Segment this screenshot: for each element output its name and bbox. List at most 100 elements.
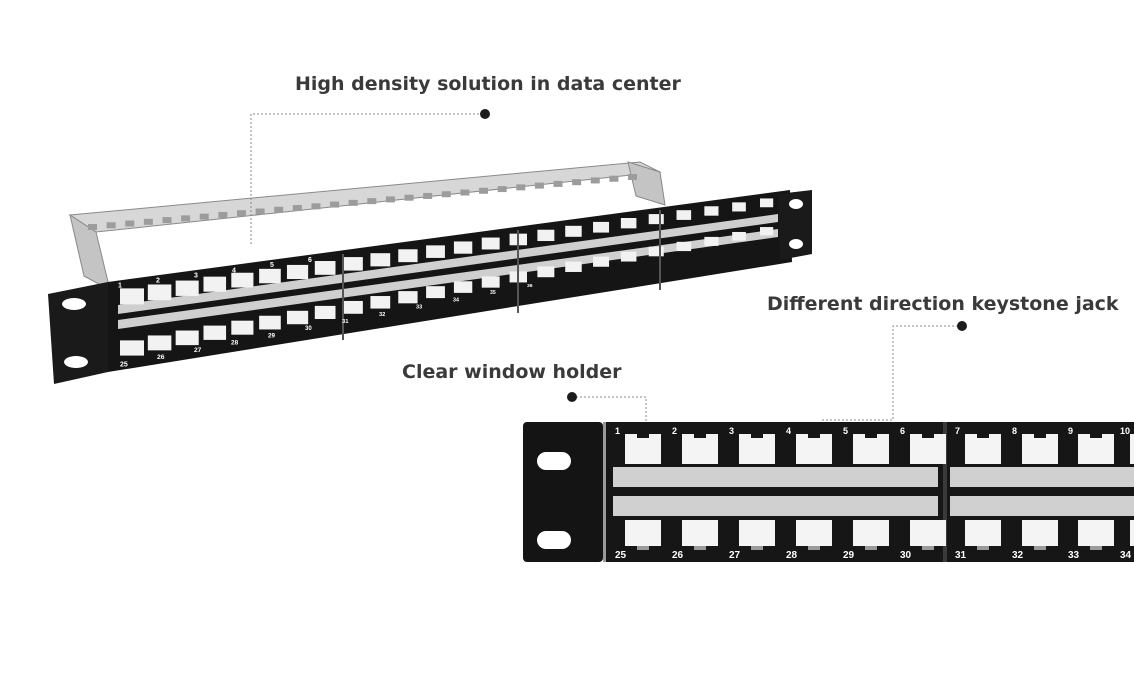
detail-port-number-bottom: 30 bbox=[900, 550, 912, 561]
detail-port-notch bbox=[694, 432, 706, 438]
detail-port-top bbox=[965, 434, 1001, 464]
overview-port-bottom bbox=[537, 266, 555, 278]
cable-bar-slot bbox=[199, 213, 209, 220]
detail-port-notch bbox=[1034, 432, 1046, 438]
overview-port-top bbox=[203, 276, 227, 292]
left-rack-ear bbox=[48, 282, 108, 384]
overview-port-top bbox=[760, 198, 774, 208]
overview-port-bottom bbox=[453, 281, 473, 293]
detail-port-number-top: 1 bbox=[615, 426, 620, 436]
detail-port-number-top: 6 bbox=[900, 426, 905, 436]
detail-section-divider bbox=[943, 422, 947, 562]
cable-bar-slot bbox=[348, 199, 358, 206]
overview-port-top bbox=[453, 241, 473, 254]
overview-port-top bbox=[175, 280, 199, 296]
overview-port-top bbox=[426, 245, 445, 258]
detail-port-latch bbox=[977, 546, 989, 550]
detail-port-number-bottom: 27 bbox=[729, 550, 741, 561]
detail-port-latch bbox=[637, 546, 649, 550]
overview-port-top bbox=[537, 229, 555, 242]
overview-port-number: 29 bbox=[268, 332, 275, 339]
cable-bar-slot bbox=[628, 174, 637, 180]
overview-port-bottom bbox=[203, 325, 227, 340]
cable-bar-slot bbox=[162, 217, 172, 224]
leader-line-keystone bbox=[822, 325, 962, 421]
detail-port-top bbox=[1130, 434, 1134, 464]
overview-port-bottom bbox=[398, 291, 418, 304]
overview-port-number: 26 bbox=[157, 354, 165, 361]
overview-port-bottom bbox=[760, 227, 774, 236]
overview-port-bottom bbox=[286, 310, 309, 325]
detail-port-notch bbox=[808, 432, 820, 438]
cable-bar-slot bbox=[311, 203, 321, 210]
detail-label-strip bbox=[613, 467, 938, 487]
detail-port-bottom bbox=[853, 520, 889, 546]
detail-port-top bbox=[625, 434, 661, 464]
overview-port-bottom bbox=[147, 335, 172, 351]
detail-port-number-bottom: 33 bbox=[1068, 550, 1080, 561]
detail-port-latch bbox=[1034, 546, 1046, 550]
overview-port-number: 5 bbox=[270, 262, 274, 269]
detail-port-latch bbox=[865, 546, 877, 550]
cable-bar-slot bbox=[125, 220, 135, 227]
right-rack-ear bbox=[778, 190, 812, 260]
overview-port-number: 33 bbox=[416, 305, 422, 311]
cable-bar-slot bbox=[516, 184, 526, 191]
detail-port-notch bbox=[922, 432, 934, 438]
detail-port-notch bbox=[865, 432, 877, 438]
overview-port-number: 3 bbox=[194, 272, 198, 279]
detail-port-top bbox=[853, 434, 889, 464]
overview-port-bottom bbox=[565, 261, 582, 272]
detail-label-strip bbox=[950, 467, 1134, 487]
detail-port-number-bottom: 28 bbox=[786, 550, 798, 561]
overview-port-number: 27 bbox=[194, 347, 202, 354]
overview-port-top bbox=[120, 288, 144, 305]
cable-bar-slot bbox=[609, 175, 619, 182]
overview-port-top bbox=[231, 272, 254, 288]
cable-bar-slot bbox=[534, 182, 544, 189]
overview-port-top bbox=[259, 268, 281, 284]
detail-port-number-top: 3 bbox=[729, 426, 734, 436]
overview-port-number: 25 bbox=[120, 361, 128, 368]
detail-port-top bbox=[1078, 434, 1114, 464]
overview-port-bottom bbox=[426, 286, 445, 299]
overview-port-top bbox=[676, 210, 692, 220]
cable-bar-slot bbox=[385, 196, 395, 203]
detail-port-bottom bbox=[1130, 520, 1134, 546]
detail-port-latch bbox=[694, 546, 706, 550]
callout-high-density: High density solution in data center bbox=[295, 73, 681, 95]
leader-line-high-density bbox=[250, 113, 485, 244]
overview-port-bottom bbox=[342, 300, 363, 314]
overview-port-bottom bbox=[704, 236, 719, 246]
overview-port-top bbox=[565, 225, 582, 237]
overview-port-bottom bbox=[620, 251, 637, 262]
ear-hole bbox=[789, 199, 803, 209]
cable-bar-slot bbox=[143, 218, 153, 225]
detail-port-number-bottom: 32 bbox=[1012, 550, 1024, 561]
overview-port-top bbox=[370, 253, 391, 267]
cable-bar-slot bbox=[404, 194, 414, 201]
ear-hole bbox=[64, 356, 88, 368]
detail-port-bottom bbox=[910, 520, 946, 546]
cable-bar-slot bbox=[88, 224, 97, 230]
cable-bar-slot bbox=[423, 192, 433, 199]
detail-port-latch bbox=[922, 546, 934, 550]
detail-port-notch bbox=[637, 432, 649, 438]
overview-port-bottom bbox=[648, 246, 664, 257]
detail-port-number-top: 7 bbox=[955, 426, 960, 436]
overview-port-number: 4 bbox=[232, 267, 236, 274]
overview-port-bottom bbox=[481, 276, 500, 288]
cable-bar-slot bbox=[572, 179, 582, 186]
ear-hole bbox=[537, 531, 571, 549]
detail-port-number-top: 2 bbox=[672, 426, 677, 436]
detail-port-number-bottom: 26 bbox=[672, 550, 684, 561]
detail-port-bottom bbox=[965, 520, 1001, 546]
detail-label-strip bbox=[950, 496, 1134, 516]
frame-right-arm bbox=[627, 161, 666, 206]
overview-port-bottom bbox=[593, 256, 610, 267]
cable-bar-slot bbox=[292, 205, 302, 212]
detail-port-top bbox=[796, 434, 832, 464]
callout-dot bbox=[957, 321, 967, 331]
overview-port-number: 2 bbox=[156, 278, 160, 285]
detail-port-number-bottom: 25 bbox=[615, 550, 627, 561]
